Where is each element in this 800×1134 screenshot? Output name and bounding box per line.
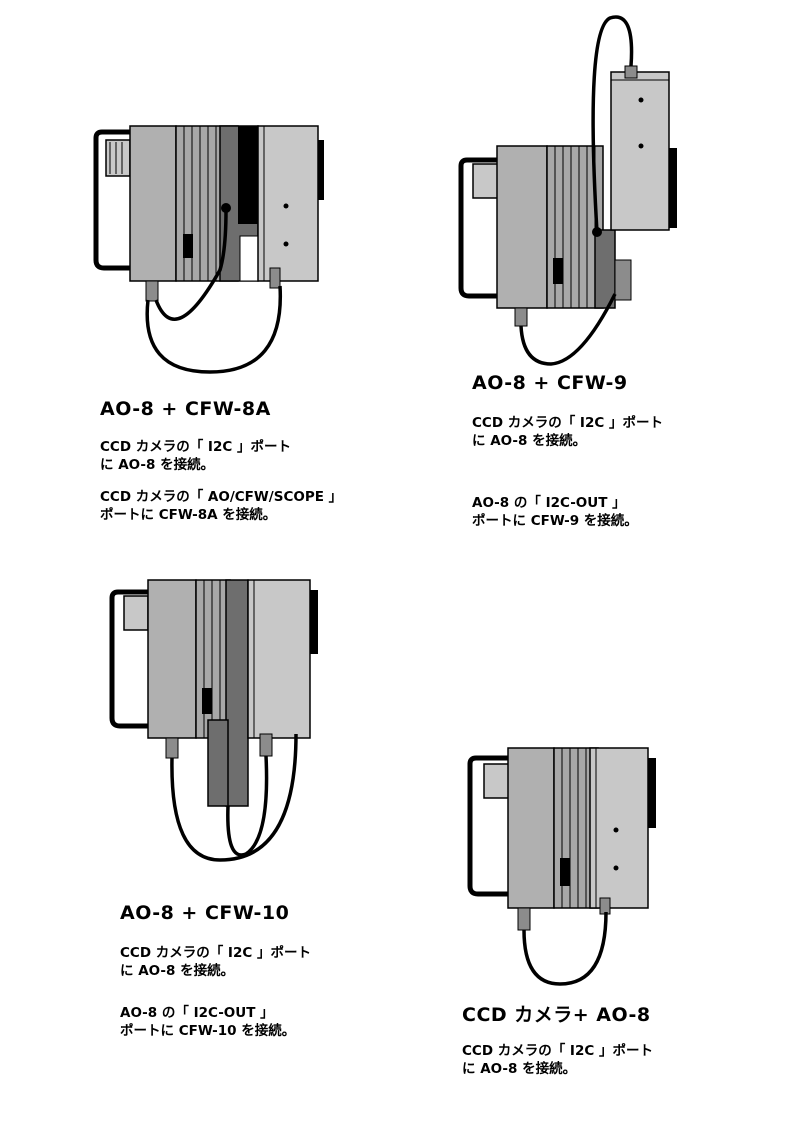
panel-description: CCD カメラの「 I2C 」ポート に AO-8 を接続。 xyxy=(462,1043,653,1077)
panel-description: CCD カメラの「 I2C 」ポート に AO-8 を接続。 xyxy=(472,415,663,449)
diagram-ao8-cfw9 xyxy=(458,15,677,366)
cable xyxy=(154,209,228,321)
cable xyxy=(591,15,634,233)
ccd-camera-body xyxy=(147,579,197,739)
cfw8a-unit xyxy=(257,125,319,282)
panel-title: AO-8 + CFW-9 xyxy=(472,372,628,394)
cable xyxy=(145,285,283,374)
cable xyxy=(519,293,617,366)
camera-handle xyxy=(93,129,130,271)
ao8-unit xyxy=(225,579,249,807)
camera-handle xyxy=(109,589,148,729)
diagram-ao8-cfw8a xyxy=(93,125,324,374)
panel-description: CCD カメラの「 I2C 」ポート に AO-8 を接続。 xyxy=(120,945,311,979)
camera-handle xyxy=(467,755,510,897)
ccd-camera-body xyxy=(129,125,177,282)
cable xyxy=(170,733,298,862)
cable xyxy=(226,755,269,857)
diagram-ao8-cfw10 xyxy=(109,579,318,862)
panel-description: AO-8 の「 I2C-OUT 」 ポートに CFW-9 を接続。 xyxy=(472,495,638,529)
cfw10-unit xyxy=(247,579,311,739)
panel-description: CCD カメラの「 I2C 」ポート に AO-8 を接続。 xyxy=(100,439,291,473)
panel-title: AO-8 + CFW-8A xyxy=(100,398,271,420)
camera-connector xyxy=(483,763,511,799)
camera-handle xyxy=(458,157,500,299)
cable xyxy=(522,911,608,986)
panel-description: AO-8 の「 I2C-OUT 」 ポートに CFW-10 を接続。 xyxy=(120,1005,296,1039)
cfw9-unit xyxy=(610,71,670,231)
ccd-camera-body xyxy=(496,145,548,309)
panel-title: CCD カメラ+ AO-8 xyxy=(462,1004,651,1026)
camera-connector xyxy=(123,595,149,631)
ao8-unit xyxy=(589,747,649,909)
diagram-ccd-ao8 xyxy=(467,747,656,986)
panel-description: CCD カメラの「 AO/CFW/SCOPE 」 ポートに CFW-8A を接続… xyxy=(100,489,343,523)
ccd-camera-body xyxy=(507,747,555,909)
panel-title: AO-8 + CFW-10 xyxy=(120,902,290,924)
camera-connector xyxy=(472,163,500,199)
